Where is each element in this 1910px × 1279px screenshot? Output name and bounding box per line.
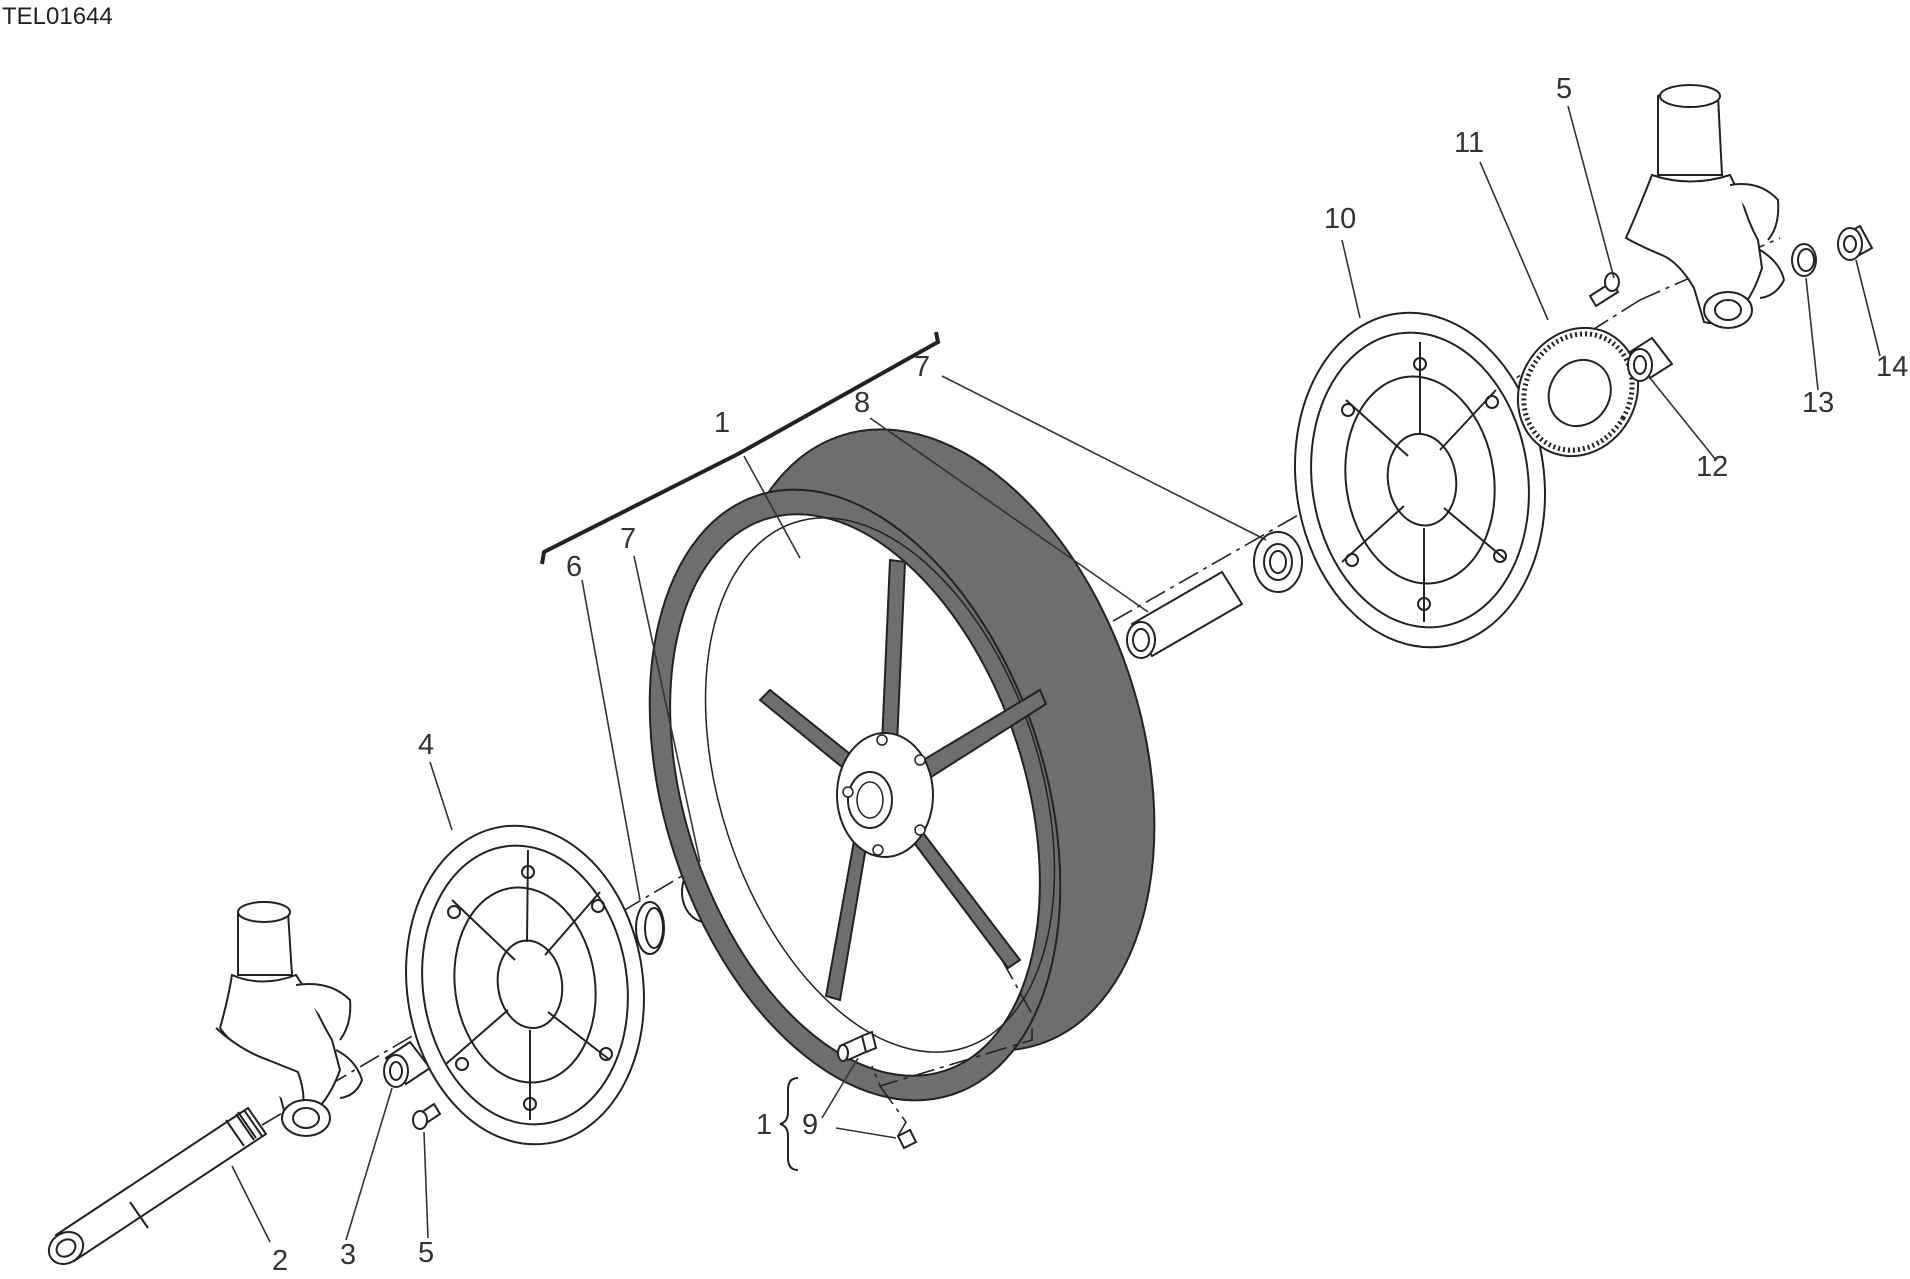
wheel-group-bracket (540, 331, 941, 565)
callout-3: 3 (340, 1239, 356, 1271)
abs-tone-wheel (1516, 326, 1640, 458)
callout-8: 8 (854, 387, 870, 419)
callout-6: 6 (566, 551, 582, 583)
right-fork-leg (1624, 84, 1786, 329)
left-fork-leg (215, 901, 364, 1137)
drawing-code: TEL01644 (2, 3, 113, 30)
right-wheel-bearing (1253, 531, 1303, 593)
left-disc-screw (412, 1102, 442, 1130)
right-disc-screw (1588, 272, 1620, 308)
callout-5-right: 5 (1556, 73, 1572, 105)
callout-9: 9 (802, 1109, 818, 1141)
wheel-axle (47, 1106, 268, 1265)
callout-2: 2 (272, 1245, 288, 1277)
leader-lines (231, 105, 1881, 1243)
left-brake-disc (405, 824, 645, 1146)
kit-brace (779, 1077, 799, 1171)
callout-13: 13 (1802, 387, 1834, 419)
right-circlip (1791, 243, 1817, 277)
callout-1-kit: 1 (756, 1109, 772, 1141)
callout-10: 10 (1324, 203, 1356, 235)
left-circlip (635, 901, 665, 955)
front-wheel-rim (648, 428, 1156, 1102)
callout-4: 4 (418, 729, 434, 761)
hub-spacer-tube (1126, 570, 1244, 659)
tyre-valve (837, 1030, 878, 1062)
valve-axis-line (871, 959, 1033, 1137)
assembly-axis-line (261, 237, 1781, 1126)
right-brake-disc (1294, 311, 1546, 649)
callout-1: 1 (714, 407, 730, 439)
callout-12: 12 (1696, 451, 1728, 483)
callout-14: 14 (1876, 351, 1908, 383)
callout-7-left: 7 (620, 523, 636, 555)
callout-11: 11 (1454, 127, 1484, 159)
callout-numbers: 1 2 3 4 5 6 7 8 7 1 9 10 11 5 12 13 14 (272, 73, 1908, 1277)
right-wheel-spacer (1627, 336, 1674, 382)
callout-7-right: 7 (914, 351, 930, 383)
callout-5-left: 5 (418, 1237, 434, 1269)
axle-nut (1837, 224, 1874, 261)
valve-cap (896, 1128, 918, 1150)
